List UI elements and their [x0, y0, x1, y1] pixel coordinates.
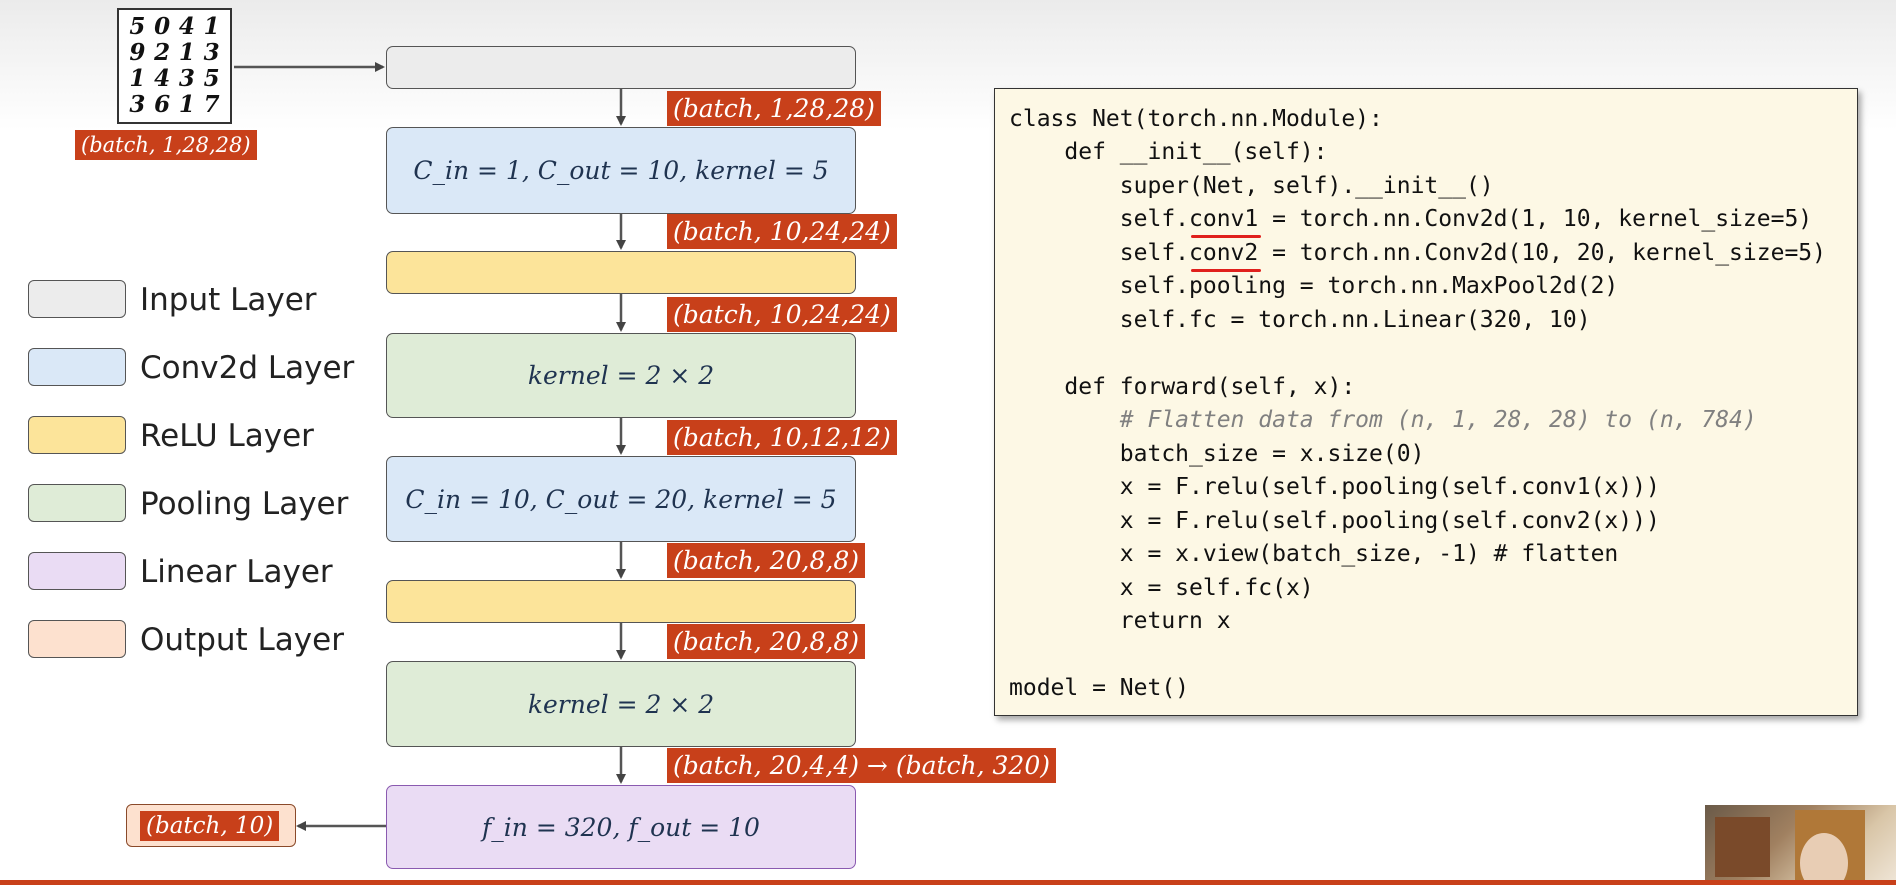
code-panel: class Net(torch.nn.Module): def __init__…	[994, 88, 1858, 716]
pool1-layer-box: kernel = 2 × 2	[386, 333, 856, 418]
input-layer-box	[386, 46, 856, 89]
output-shape-label: (batch, 10)	[140, 811, 280, 841]
shape-label: (batch, 10,24,24)	[667, 297, 897, 332]
digit: 3	[203, 39, 220, 66]
digit: 3	[178, 65, 195, 92]
code-line: x = F.relu(self.pooling(self.conv2(x)))	[1009, 508, 1660, 534]
digit: 9	[129, 39, 146, 66]
legend-label: Input Layer	[140, 282, 317, 318]
code-line: x = self.fc(x)	[1009, 575, 1314, 601]
code-line: self.pooling = torch.nn.MaxPool2d(2)	[1009, 273, 1619, 299]
digit: 3	[129, 91, 146, 118]
input-shape-caption: (batch, 1,28,28)	[75, 130, 257, 160]
shape-label: (batch, 20,8,8)	[667, 543, 865, 578]
conv2-layer-box: C_in = 10, C_out = 20, kernel = 5	[386, 456, 856, 542]
legend-label: Linear Layer	[140, 554, 333, 590]
legend-label: ReLU Layer	[140, 418, 314, 454]
shape-label: (batch, 20,8,8)	[667, 624, 865, 659]
legend-swatch	[28, 348, 126, 386]
webcam-shelf	[1715, 817, 1770, 877]
code-line: x = F.relu(self.pooling(self.conv1(x)))	[1009, 474, 1660, 500]
legend-label: Output Layer	[140, 622, 344, 658]
shape-label: (batch, 20,4,4) → (batch, 320)	[667, 748, 1056, 783]
legend-label: Conv2d Layer	[140, 350, 355, 386]
code-line: return x	[1009, 608, 1231, 634]
bottom-bar	[0, 880, 1896, 885]
relu2-layer-box	[386, 580, 856, 623]
legend-swatch	[28, 552, 126, 590]
output-layer-box: (batch, 10)	[126, 804, 296, 847]
digit: 6	[154, 91, 171, 118]
legend-swatch	[28, 416, 126, 454]
digit: 4	[178, 13, 195, 40]
digit: 1	[178, 39, 195, 66]
digit: 1	[203, 13, 220, 40]
shape-label: (batch, 10,24,24)	[667, 214, 897, 249]
legend-label: Pooling Layer	[140, 486, 349, 522]
code-line: self.conv2 = torch.nn.Conv2d(10, 20, ker…	[1009, 240, 1826, 266]
code-line: self.fc = torch.nn.Linear(320, 10)	[1009, 307, 1591, 333]
legend-swatch	[28, 484, 126, 522]
webcam-overlay	[1705, 805, 1896, 885]
code-line: self.conv1 = torch.nn.Conv2d(1, 10, kern…	[1009, 206, 1813, 232]
linear-layer-box: f_in = 320, f_out = 10	[386, 785, 856, 869]
digit: 1	[178, 91, 195, 118]
code-line: x = x.view(batch_size, -1) # flatten	[1009, 541, 1619, 567]
relu1-layer-box	[386, 251, 856, 294]
webcam-person	[1800, 833, 1848, 885]
digit: 5	[129, 13, 146, 40]
digit: 5	[203, 65, 220, 92]
underline-conv2	[1191, 269, 1261, 272]
shape-label: (batch, 1,28,28)	[667, 91, 881, 126]
code-comment-line: # Flatten data from (n, 1, 28, 28) to (n…	[1009, 407, 1757, 433]
conv1-layer-box: C_in = 1, C_out = 10, kernel = 5	[386, 127, 856, 214]
digit: 2	[154, 39, 171, 66]
input-digits-image: 5 0 4 1 9 2 1 3 1 4 3 5 3 6 1 7	[117, 8, 232, 124]
underline-conv1	[1191, 235, 1261, 238]
pool2-layer-box: kernel = 2 × 2	[386, 661, 856, 747]
digit: 1	[129, 65, 146, 92]
code-line: def __init__(self):	[1009, 139, 1328, 165]
code-line: batch_size = x.size(0)	[1009, 441, 1425, 467]
legend-swatch	[28, 620, 126, 658]
digit: 0	[154, 13, 171, 40]
legend-swatch	[28, 280, 126, 318]
shape-label: (batch, 10,12,12)	[667, 420, 897, 455]
code-line: model = Net()	[1009, 675, 1190, 701]
digit: 4	[154, 65, 171, 92]
code-line: class Net(torch.nn.Module):	[1009, 106, 1383, 132]
code-line: super(Net, self).__init__()	[1009, 173, 1494, 199]
digit: 7	[203, 91, 220, 118]
code-line: def forward(self, x):	[1009, 374, 1356, 400]
